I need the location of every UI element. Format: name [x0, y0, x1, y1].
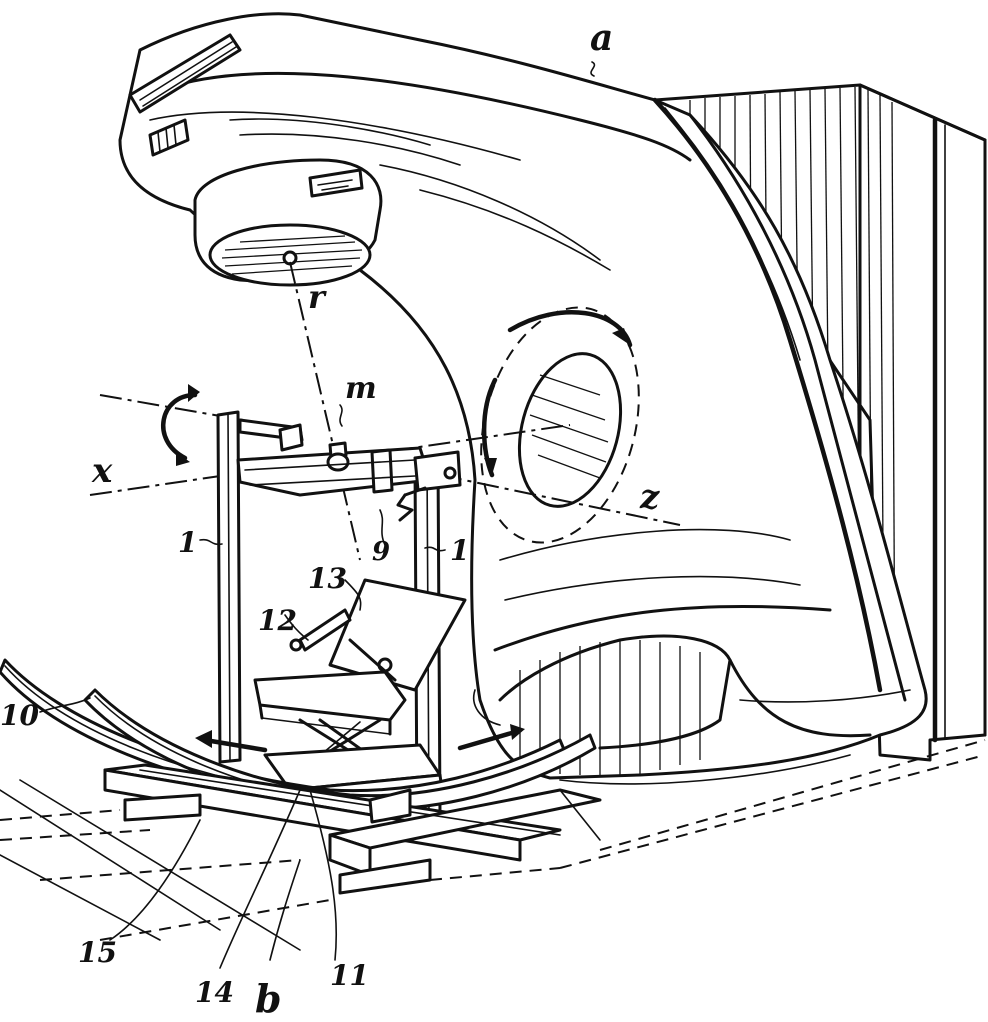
collimator-head [193, 158, 383, 287]
leader-lines [39, 61, 596, 969]
label-z: z [639, 477, 660, 517]
gantry-ring [480, 306, 640, 544]
label-10: 10 [0, 699, 39, 732]
label-m: m [345, 371, 377, 406]
label-a: a [590, 17, 613, 59]
label-11: 11 [330, 959, 369, 992]
label-r: r [308, 278, 327, 316]
label-12: 12 [258, 604, 297, 637]
axis-z [439, 474, 681, 526]
label-13: 13 [308, 562, 347, 595]
label-15: 15 [78, 936, 117, 969]
label-9: 9 [372, 537, 390, 567]
label-x: x [91, 451, 113, 491]
beam-r [289, 261, 361, 561]
label-14: 14 [195, 976, 234, 1009]
label-b: b [255, 976, 282, 1021]
patient-chair [253, 578, 467, 807]
label-1-right: 1 [450, 534, 469, 567]
reference-labels: a r m x z 1 1 9 13 12 10 15 14 b 11 [0, 17, 660, 1021]
floor-lines [0, 739, 986, 951]
label-1-left: 1 [178, 526, 197, 559]
base-sled [103, 763, 602, 895]
